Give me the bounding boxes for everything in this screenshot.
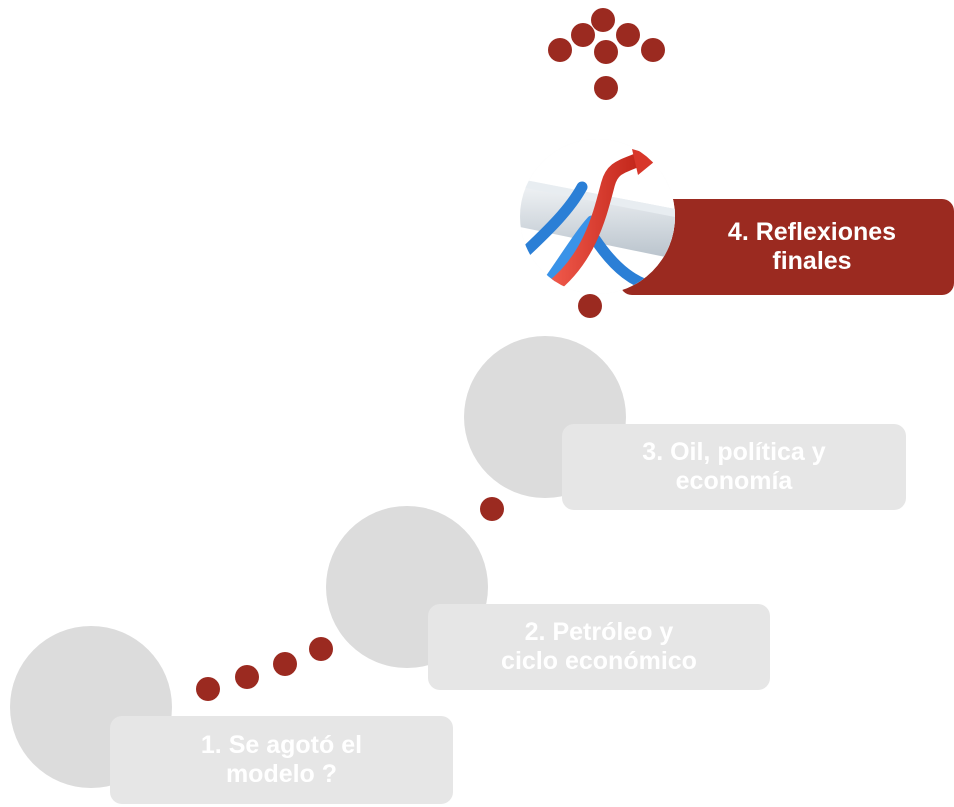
arrow-dot [548, 38, 572, 62]
connector-dot [196, 677, 220, 701]
perspective-arrows-image [520, 139, 675, 294]
arrow-dot [591, 8, 615, 32]
connector-dot [578, 294, 602, 318]
step-4-image [520, 139, 675, 294]
step-3-label[interactable]: 3. Oil, política y economía [562, 424, 906, 510]
arrow-dot [616, 23, 640, 47]
arrow-dot [594, 40, 618, 64]
arrow-dot [594, 76, 618, 100]
arrow-dot [641, 38, 665, 62]
step-4-label[interactable]: 4. Reflexiones finales [620, 199, 954, 295]
connector-dot [235, 665, 259, 689]
connector-dot [309, 637, 333, 661]
step-2-label[interactable]: 2. Petróleo y ciclo económico [428, 604, 770, 690]
arrow-dot [571, 23, 595, 47]
step-1-label[interactable]: 1. Se agotó el modelo ? [110, 716, 453, 804]
connector-dot [480, 497, 504, 521]
connector-dot [273, 652, 297, 676]
